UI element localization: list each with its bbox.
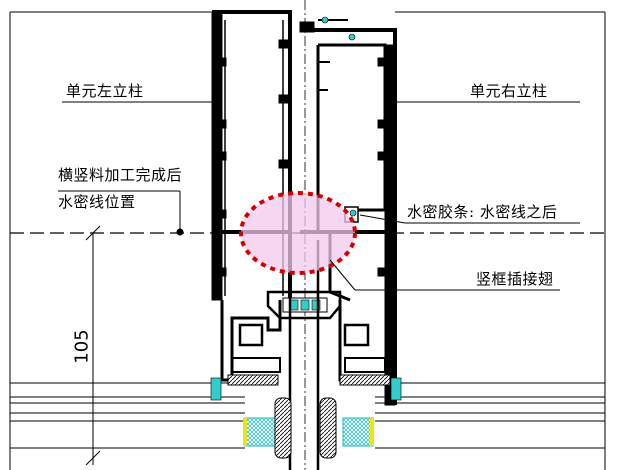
dimension-value: 105 xyxy=(71,329,93,364)
label-right-mullion: 单元右立柱 xyxy=(470,82,548,100)
label-water-seal: 水密胶条: 水密线之后 xyxy=(407,203,558,221)
glazing-gaskets xyxy=(210,377,402,459)
leader-lines xyxy=(58,101,580,291)
highlight-ellipse xyxy=(239,191,357,275)
dimension-line xyxy=(85,225,101,466)
seal-markers xyxy=(321,16,359,223)
frame-lines xyxy=(9,11,606,470)
label-waterline-note-1: 横竖料加工完成后 xyxy=(58,166,183,184)
glass-panel-lines xyxy=(10,382,605,449)
left-mullion-profile xyxy=(211,10,292,386)
waterline-marker-dot xyxy=(176,228,184,236)
label-splice-fin: 竖框插接翅 xyxy=(476,270,554,288)
label-left-mullion: 单元左立柱 xyxy=(66,82,144,100)
label-waterline-note-2: 水密线位置 xyxy=(58,193,136,211)
